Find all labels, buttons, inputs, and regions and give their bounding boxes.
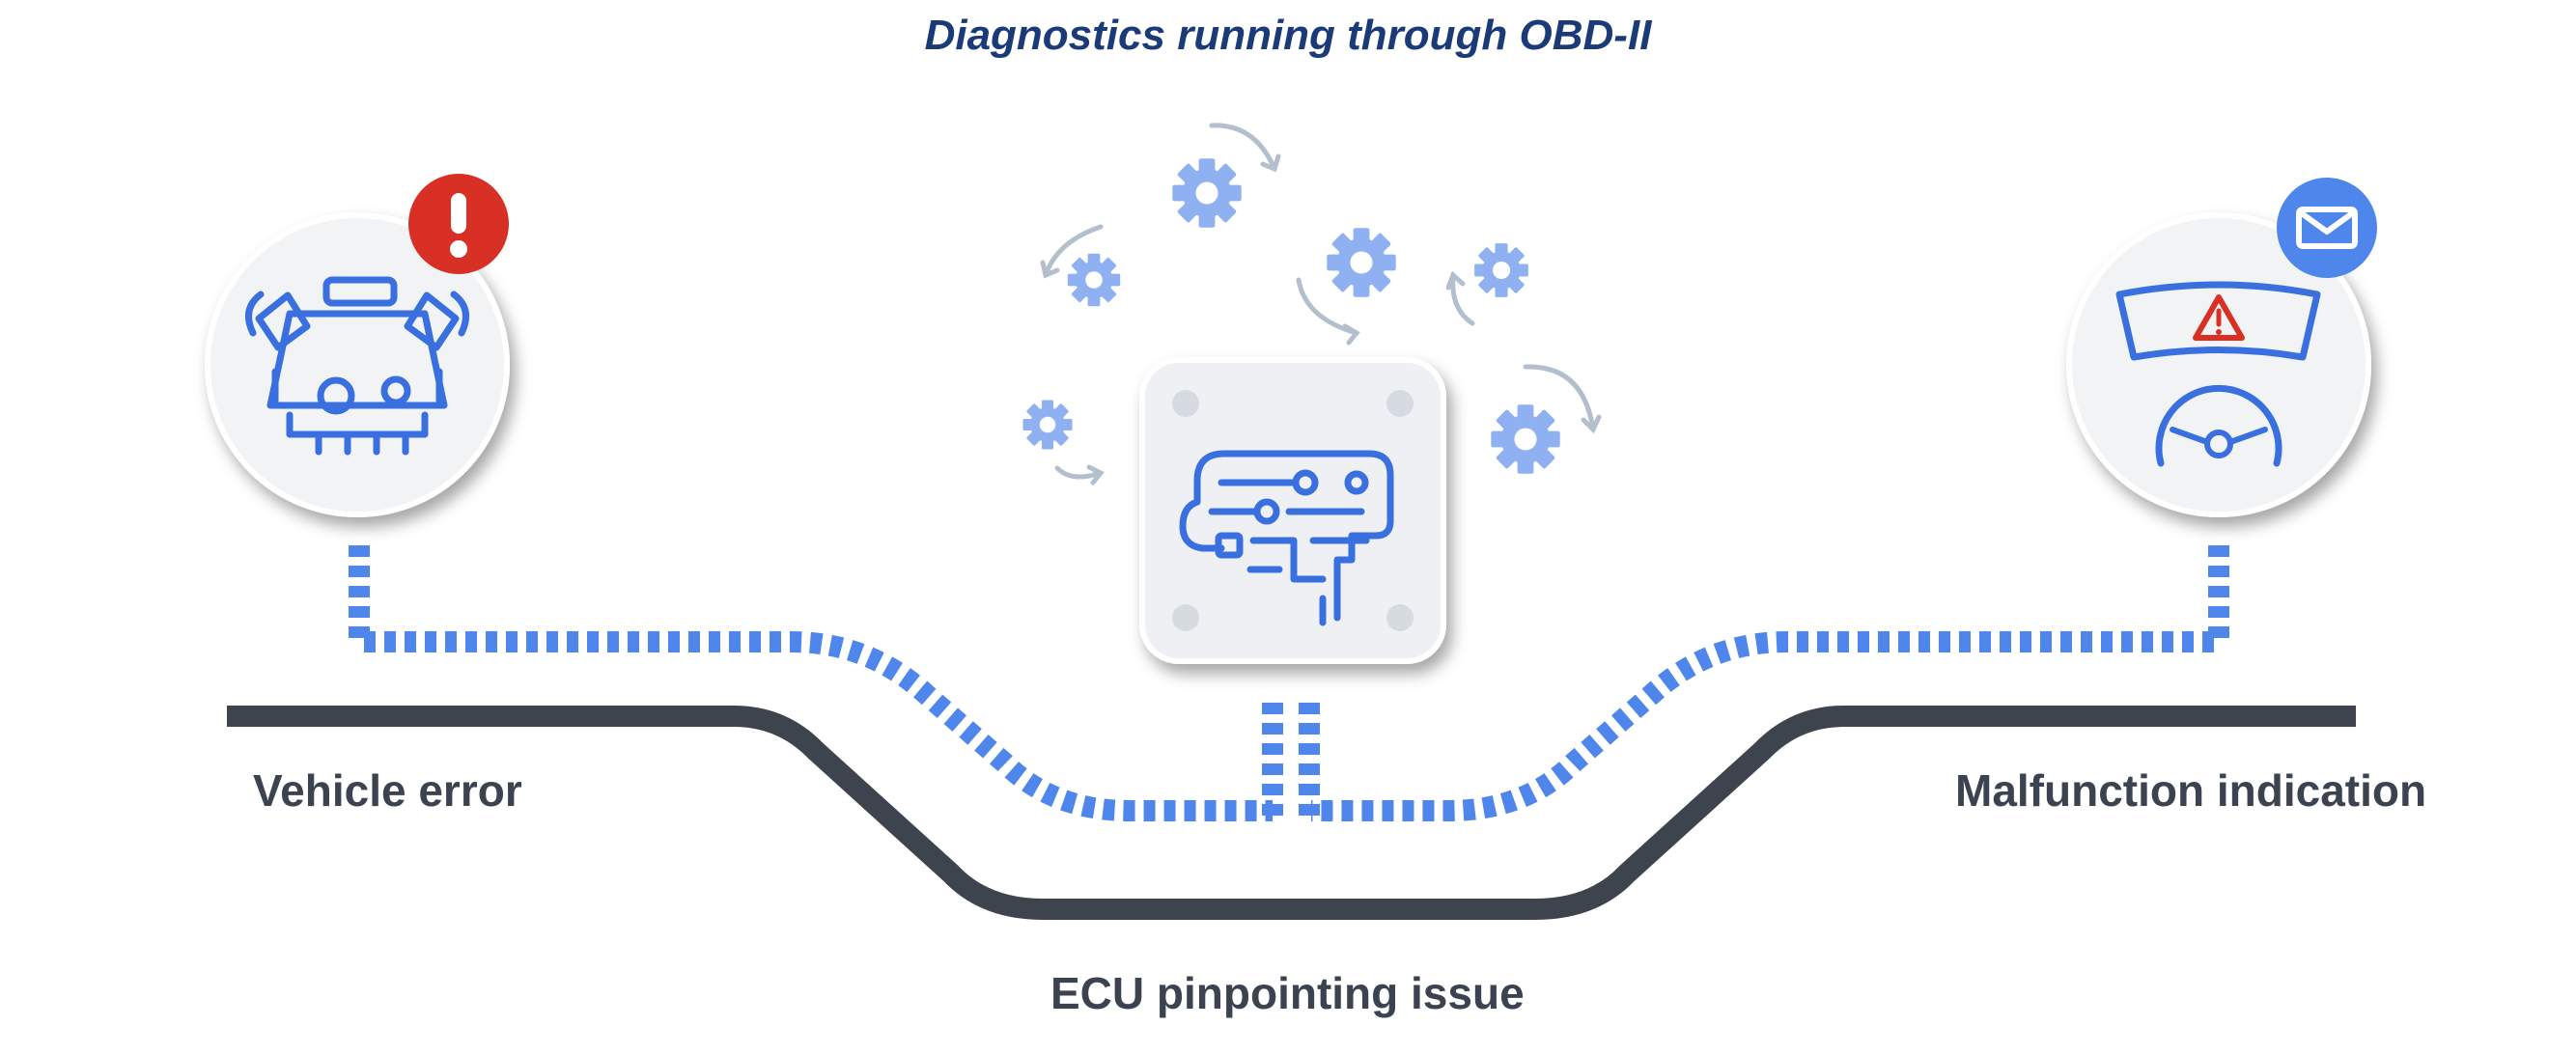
dashboard-warning-icon — [2115, 281, 2321, 467]
gear-icon-2 — [1327, 228, 1396, 297]
malfunction-node — [2066, 178, 2377, 517]
rotation-arrow-icons — [1040, 123, 1602, 485]
ecu-node — [1139, 357, 1446, 664]
diagram-title: Diagnostics running through OBD-II — [924, 12, 1652, 59]
signal-path — [349, 545, 2229, 822]
step-label-malfunction: Malfunction indication — [1955, 765, 2427, 816]
road-line — [227, 706, 2356, 920]
gear-icon-1 — [1067, 253, 1121, 307]
signal-path-right — [1311, 545, 2229, 821]
alert-badge-icon — [408, 174, 509, 274]
gears-icon — [1172, 158, 1242, 228]
signal-path-left — [349, 545, 1273, 821]
step-label-vehicle-error: Vehicle error — [253, 765, 522, 816]
gear-icon-3 — [1474, 243, 1528, 297]
gear-icon-5 — [1491, 404, 1560, 474]
gears-decoration — [1022, 123, 1602, 485]
step-label-ecu: ECU pinpointing issue — [1050, 968, 1525, 1018]
brain-circuit-icon — [1179, 450, 1394, 626]
engine-icon — [245, 276, 469, 456]
gear-icon-4 — [1022, 400, 1073, 450]
message-badge-icon — [2277, 178, 2377, 278]
vehicle-error-node — [205, 174, 510, 517]
